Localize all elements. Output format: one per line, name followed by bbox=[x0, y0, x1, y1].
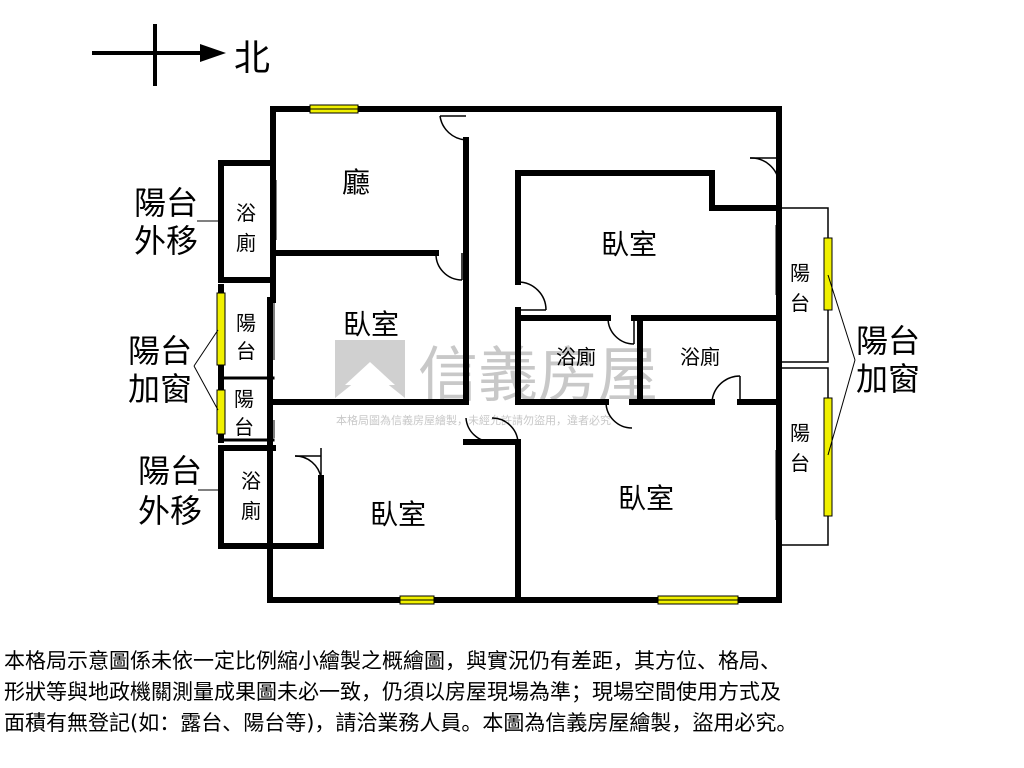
room-balcony-4-line2: 台 bbox=[790, 451, 810, 475]
annotation-window-right-line1: 陽台 bbox=[856, 322, 920, 360]
sliding-doors bbox=[269, 180, 781, 520]
disclaimer-line-1: 本格局示意圖係未依一定比例縮小繪製之概繪圖，與實況仍有差距，其方位、格局、 bbox=[4, 649, 781, 673]
window-left-upper bbox=[216, 292, 226, 366]
room-bedroom-4: 臥室 bbox=[618, 482, 674, 515]
room-balcony-3-line2: 台 bbox=[790, 291, 810, 315]
north-arrow-icon bbox=[92, 24, 226, 86]
room-balcony-1-line1: 陽 bbox=[236, 311, 256, 335]
annotation-move-out-1-line1: 陽台 bbox=[134, 184, 198, 222]
room-bedroom-3: 臥室 bbox=[370, 498, 426, 531]
room-balcony-4-line1: 陽 bbox=[790, 421, 810, 445]
annotation-window-right-line2: 加窗 bbox=[856, 360, 920, 398]
floor-plan: 信義房屋 本格局圖為信義房屋繪製，未經允許請勿盜用，違者必究 北 bbox=[92, 24, 920, 605]
watermark-notice: 本格局圖為信義房屋繪製，未經允許請勿盜用，違者必究 bbox=[336, 413, 611, 427]
disclaimer-line-2: 形狀等與地政機關測量成果圖未必一致，仍須以房屋現場為準；現場空間使用方式及 bbox=[4, 680, 781, 704]
room-balcony-3-line1: 陽 bbox=[790, 261, 810, 285]
room-bath-4: 浴廁 bbox=[680, 345, 720, 369]
room-balcony-2-line1: 陽 bbox=[234, 387, 254, 411]
window-right-lower bbox=[823, 397, 833, 517]
compass-north-label: 北 bbox=[234, 38, 270, 79]
disclaimer-text: 本格局示意圖係未依一定比例縮小繪製之概繪圖，與實況仍有差距，其方位、格局、 形狀… bbox=[4, 646, 1020, 739]
annotation-window-left-line1: 陽台 bbox=[128, 332, 192, 370]
room-bath-1-line1: 浴 bbox=[236, 201, 256, 225]
disclaimer-line-3: 面積有無登記(如：露台、陽台等)，請洽業務人員。本圖為信義房屋繪製，盜用必究。 bbox=[4, 711, 798, 735]
doors bbox=[294, 115, 780, 479]
annotation-window-left-line2: 加窗 bbox=[128, 370, 192, 408]
room-bath-1-line2: 廁 bbox=[236, 231, 256, 255]
room-balcony-2-line2: 台 bbox=[234, 415, 254, 439]
annotation-move-out-1-line2: 外移 bbox=[134, 222, 198, 260]
annotation-pointers bbox=[193, 220, 856, 491]
window-left-lower bbox=[216, 389, 226, 435]
room-living: 廳 bbox=[342, 166, 370, 199]
windows bbox=[216, 104, 833, 605]
annotation-move-out-2-line1: 陽台 bbox=[138, 452, 202, 490]
annotation-move-out-2-line2: 外移 bbox=[138, 492, 202, 530]
room-bedroom-1: 臥室 bbox=[343, 308, 399, 341]
room-bath-3: 浴廁 bbox=[556, 345, 596, 369]
room-bath-2-line2: 廁 bbox=[241, 499, 261, 523]
room-balcony-1-line2: 台 bbox=[236, 339, 256, 363]
room-bedroom-2: 臥室 bbox=[601, 228, 657, 261]
right-balconies bbox=[782, 207, 829, 546]
window-right-upper bbox=[823, 237, 833, 311]
room-bath-2-line1: 浴 bbox=[241, 469, 261, 493]
